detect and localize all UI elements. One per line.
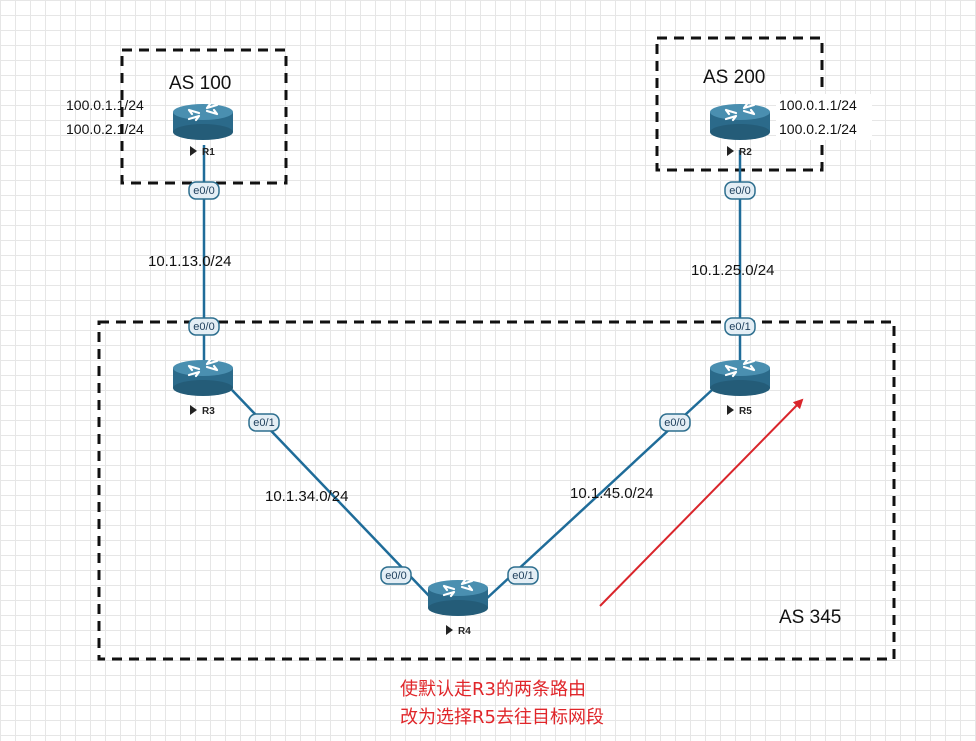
r2-loopback-1: 100.0.1.1/24 bbox=[779, 97, 857, 113]
router-r1[interactable] bbox=[171, 102, 235, 142]
router-label-r2: R2 bbox=[727, 146, 752, 158]
router-r5[interactable] bbox=[708, 358, 772, 398]
svg-text:R5: R5 bbox=[739, 406, 752, 417]
svg-text:R2: R2 bbox=[739, 147, 752, 158]
iface-r4-e01[interactable]: e0/1 bbox=[507, 566, 539, 585]
iface-r1-e00[interactable]: e0/0 bbox=[188, 181, 220, 200]
router-label-r1: R1 bbox=[190, 146, 215, 158]
iface-r4-e00[interactable]: e0/0 bbox=[380, 566, 412, 585]
svg-text:e0/1: e0/1 bbox=[512, 570, 533, 582]
svg-text:e0/1: e0/1 bbox=[729, 321, 750, 333]
network-label-r3-r4: 10.1.34.0/24 bbox=[265, 488, 348, 505]
svg-text:R3: R3 bbox=[202, 406, 215, 417]
r1-loopback-1: 100.0.1.1/24 bbox=[66, 97, 144, 113]
r2-loopback-2: 100.0.2.1/24 bbox=[779, 121, 857, 137]
r2-loopback-backdrop bbox=[776, 94, 872, 140]
iface-r2-e00[interactable]: e0/0 bbox=[724, 181, 756, 200]
router-r4[interactable] bbox=[426, 578, 490, 618]
annotation-arrow bbox=[599, 398, 804, 607]
network-label-r4-r5: 10.1.45.0/24 bbox=[570, 485, 653, 502]
svg-text:e0/0: e0/0 bbox=[385, 570, 406, 582]
annotation-note: 使默认走R3的两条路由 改为选择R5去往目标网段 bbox=[400, 676, 604, 732]
svg-text:R4: R4 bbox=[458, 626, 471, 637]
iface-r3-e01[interactable]: e0/1 bbox=[248, 413, 280, 432]
svg-text:e0/0: e0/0 bbox=[729, 185, 750, 197]
annotation-note-line-1: 使默认走R3的两条路由 bbox=[400, 679, 586, 700]
router-label-r3: R3 bbox=[190, 405, 215, 417]
svg-text:R1: R1 bbox=[202, 147, 215, 158]
network-label-r1-r3: 10.1.13.0/24 bbox=[148, 253, 231, 270]
network-label-r2-r5: 10.1.25.0/24 bbox=[691, 262, 774, 279]
iface-r5-e01[interactable]: e0/1 bbox=[724, 317, 756, 336]
svg-text:e0/0: e0/0 bbox=[664, 417, 685, 429]
as345-box bbox=[97, 320, 896, 661]
as345-label: AS 345 bbox=[779, 607, 841, 628]
router-label-r4: R4 bbox=[446, 625, 471, 637]
router-label-r5: R5 bbox=[727, 405, 752, 417]
iface-r3-e00[interactable]: e0/0 bbox=[188, 317, 220, 336]
annotation-note-line-2: 改为选择R5去往目标网段 bbox=[400, 707, 604, 728]
svg-text:e0/1: e0/1 bbox=[253, 417, 274, 429]
as100-label: AS 100 bbox=[169, 73, 231, 94]
router-r3[interactable] bbox=[171, 358, 235, 398]
router-r2[interactable] bbox=[708, 102, 772, 142]
svg-text:e0/0: e0/0 bbox=[193, 321, 214, 333]
iface-r5-e00[interactable]: e0/0 bbox=[659, 413, 691, 432]
svg-text:e0/0: e0/0 bbox=[193, 185, 214, 197]
as200-label: AS 200 bbox=[703, 67, 765, 88]
r1-loopback-2: 100.0.2.1/24 bbox=[66, 121, 144, 137]
